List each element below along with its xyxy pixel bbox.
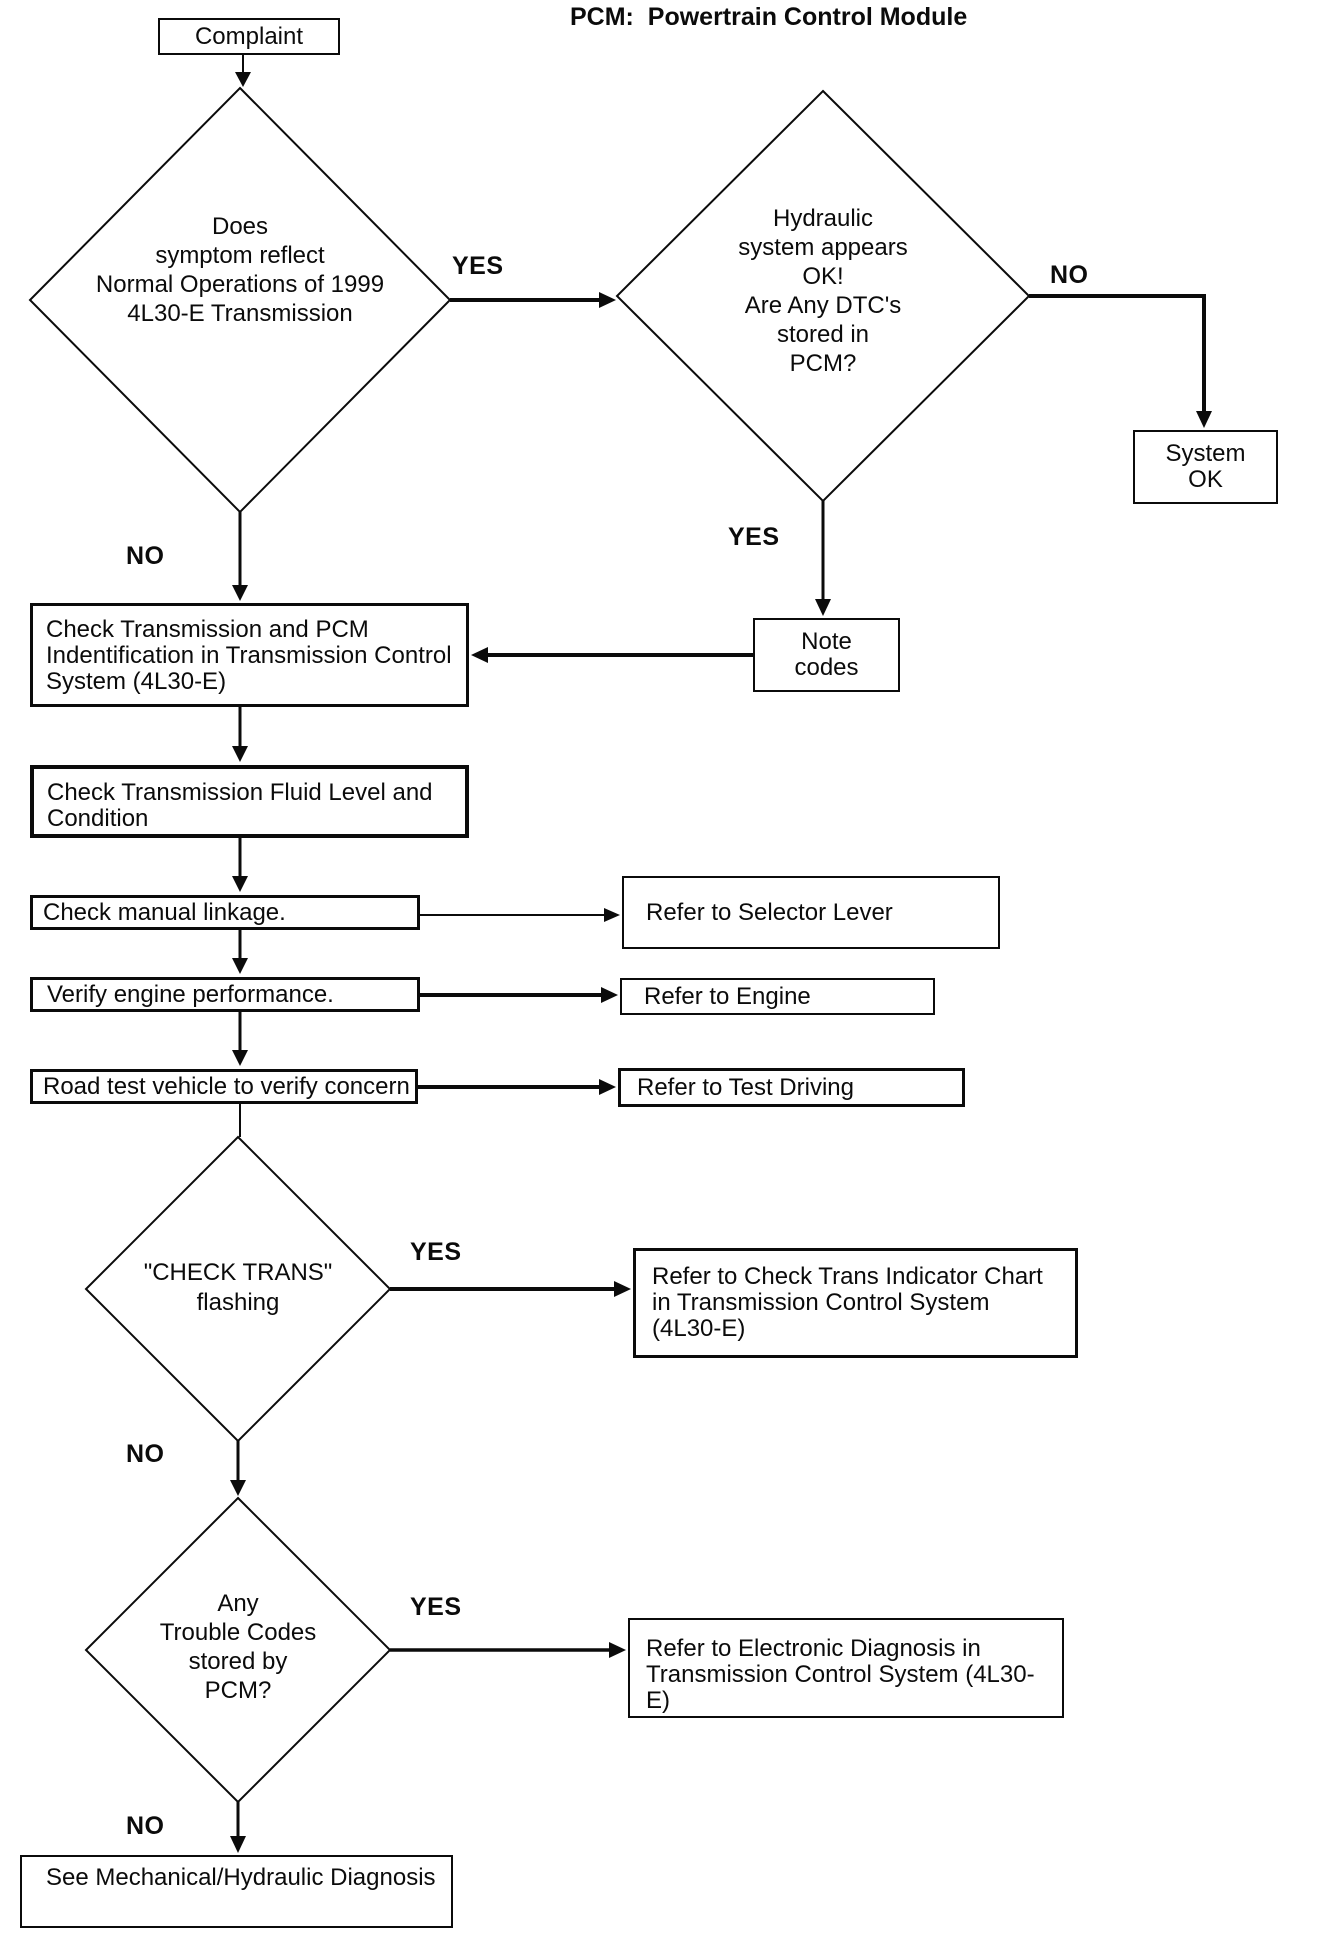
node-check-transmission-pcm: Check Transmission and PCM Indentificati… [30, 603, 469, 707]
node-refer-engine: Refer to Engine [620, 978, 935, 1015]
branch-label-yes-1: YES [452, 252, 504, 280]
branch-label-yes-3: YES [410, 1238, 462, 1266]
node-refer-selector-lever: Refer to Selector Lever [622, 876, 1000, 949]
branch-label-yes-4: YES [410, 1593, 462, 1621]
node-refer-electronic-diagnosis: Refer to Electronic Diagnosis in Transmi… [628, 1618, 1064, 1718]
node-check-manual-linkage: Check manual linkage. [30, 895, 420, 930]
node-refer-check-trans-chart: Refer to Check Trans Indicator Chart in … [633, 1248, 1078, 1358]
branch-label-no-2: NO [1050, 261, 1089, 289]
decision-trouble-codes-text: Any Trouble Codes stored by PCM? [159, 1590, 317, 1704]
node-see-mechanical: See Mechanical/Hydraulic Diagnosis [20, 1855, 453, 1928]
decision-symptom-text: Does symptom reflect Normal Operations o… [95, 213, 385, 327]
branch-label-yes-2: YES [728, 523, 780, 551]
node-verify-engine: Verify engine performance. [30, 977, 420, 1012]
page-title: PCM: Powertrain Control Module [570, 3, 968, 31]
decision-check-trans-text: "CHECK TRANS" flashing [143, 1259, 333, 1316]
node-complaint-label: Complaint [194, 22, 304, 50]
branch-label-no-1: NO [126, 542, 165, 570]
node-system-ok: System OK [1133, 430, 1278, 504]
node-complaint: Complaint [158, 18, 340, 55]
node-refer-test-driving: Refer to Test Driving [618, 1068, 965, 1107]
node-note-codes: Note codes [753, 618, 900, 692]
node-check-fluid: Check Transmission Fluid Level and Condi… [30, 765, 469, 838]
node-road-test: Road test vehicle to verify concern [30, 1069, 418, 1104]
decision-hydraulic-text: Hydraulic system appears OK! Are Any DTC… [738, 205, 908, 377]
branch-label-no-4: NO [126, 1812, 165, 1840]
branch-label-no-3: NO [126, 1440, 165, 1468]
